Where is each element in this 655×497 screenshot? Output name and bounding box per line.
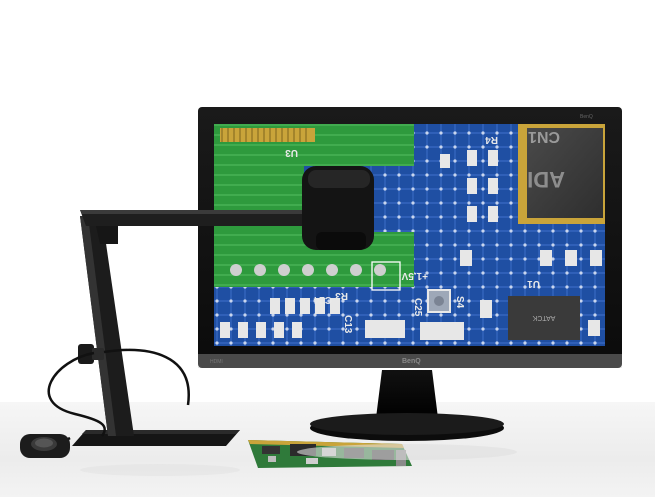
monitor-stand-neck bbox=[376, 370, 438, 418]
monitor: CN1 ADI AATCK bbox=[198, 107, 622, 441]
ic-aatck bbox=[508, 296, 580, 340]
hdmi-badge: HDMI bbox=[210, 359, 223, 365]
svg-text:C24: C24 bbox=[313, 294, 332, 305]
monitor-top-label: BenQ bbox=[580, 114, 593, 120]
svg-text:AATCK: AATCK bbox=[532, 314, 555, 321]
usb-cable bbox=[47, 351, 106, 437]
monitor-brand-logo: BenQ bbox=[402, 358, 421, 365]
gold-connector bbox=[220, 128, 315, 142]
inspection-box bbox=[371, 261, 401, 291]
chip-cn1: CN1 ADI bbox=[518, 124, 605, 224]
foot-pedal bbox=[20, 434, 70, 458]
svg-text:CN1: CN1 bbox=[528, 128, 560, 145]
svg-text:+1.5V: +1.5V bbox=[401, 270, 428, 281]
svg-text:S4: S4 bbox=[454, 296, 465, 309]
svg-text:C13: C13 bbox=[342, 315, 353, 334]
svg-text:U1: U1 bbox=[527, 278, 540, 289]
svg-text:U3: U3 bbox=[285, 147, 298, 158]
monitor-screen: CN1 ADI AATCK bbox=[214, 124, 605, 346]
svg-text:C25: C25 bbox=[412, 298, 423, 317]
svg-text:R4: R4 bbox=[485, 134, 498, 145]
svg-text:R3: R3 bbox=[335, 290, 348, 301]
svg-text:ADI: ADI bbox=[527, 167, 565, 192]
microscope-camera bbox=[47, 166, 374, 446]
